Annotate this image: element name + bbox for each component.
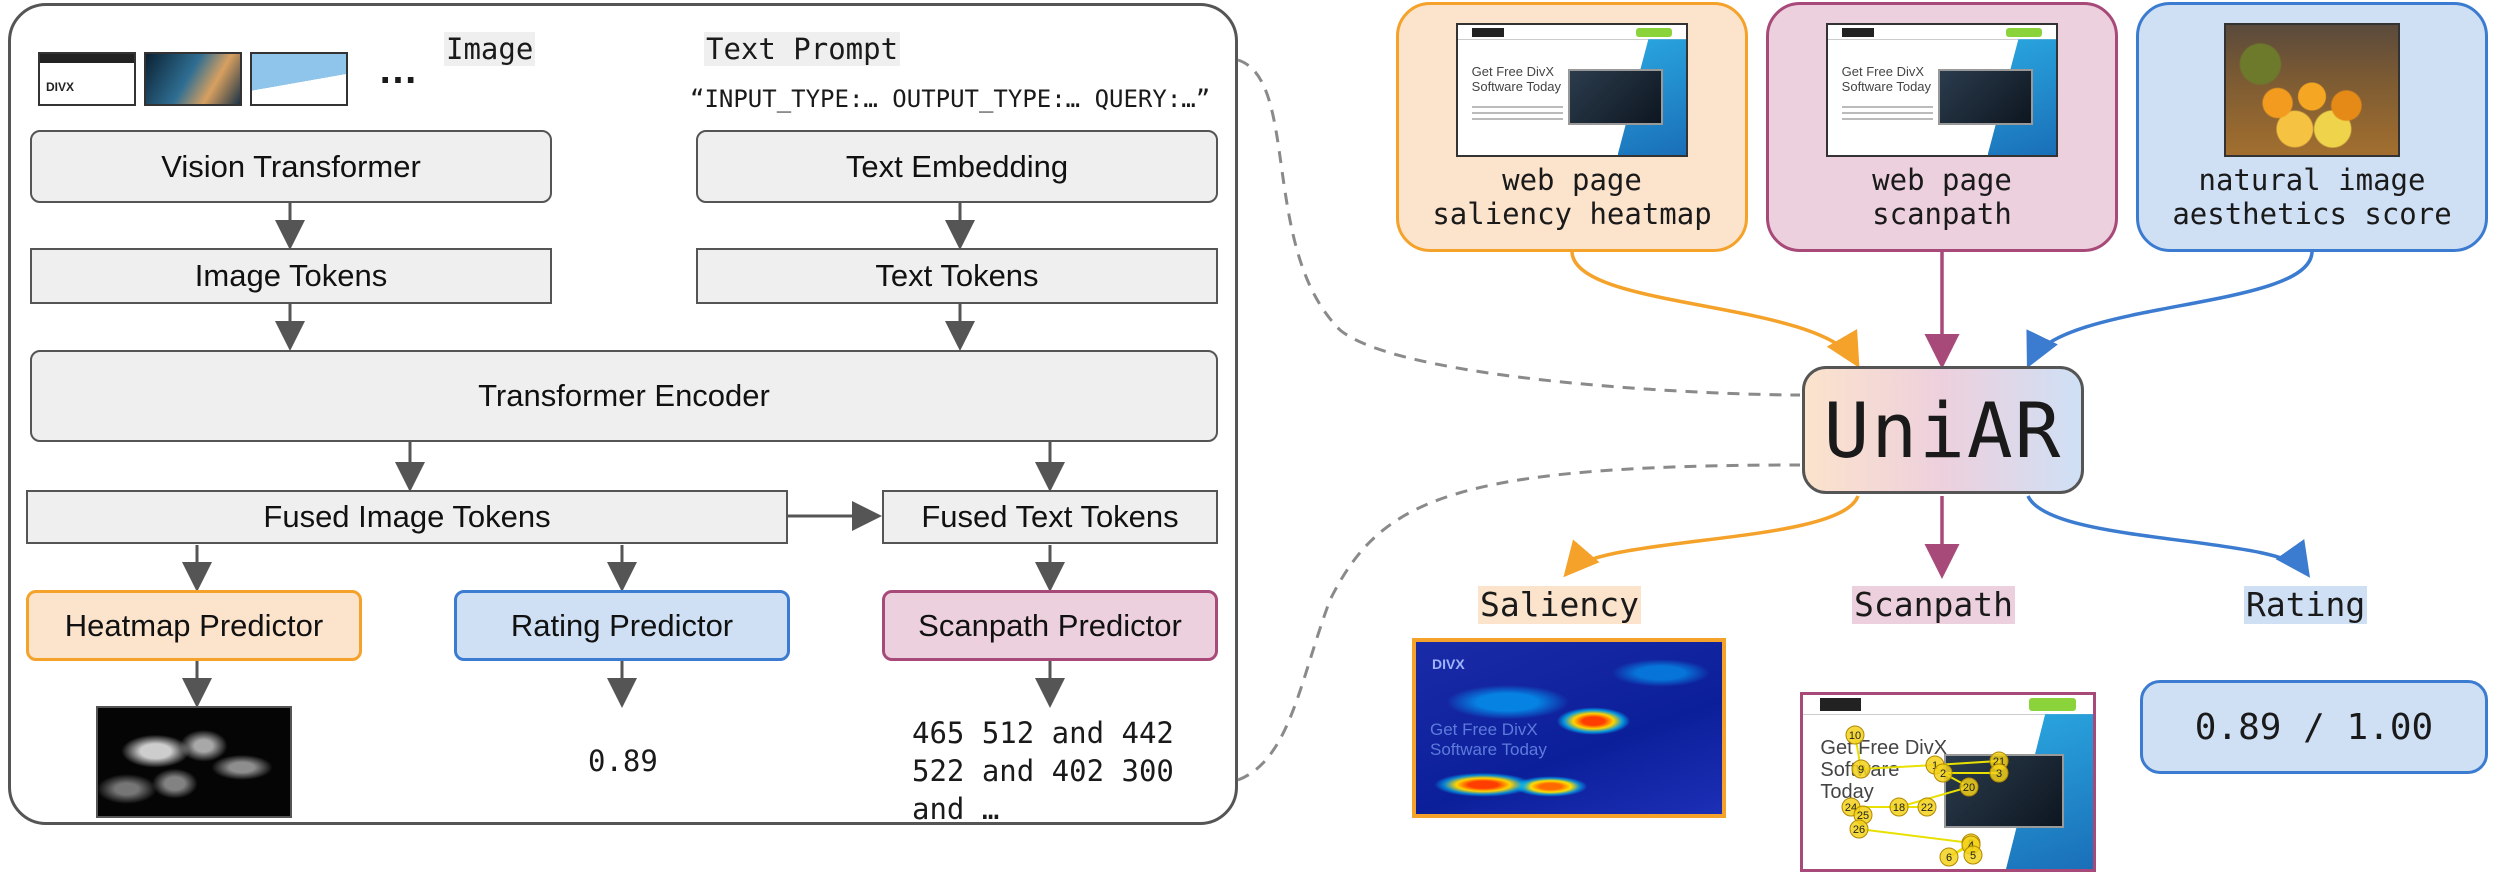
prompt-text: “INPUT_TYPE:… OUTPUT_TYPE:… QUERY:…” [690, 85, 1211, 113]
input-card-aesthetics: natural image aesthetics score [2136, 2, 2488, 252]
fixation-label: 22 [1921, 802, 1933, 814]
fixation-marker: 6 [1939, 847, 1959, 867]
fixation-marker: 9 [1851, 759, 1871, 779]
rating-output-label: Rating [2244, 585, 2368, 624]
rating-predictor-label: Rating Predictor [510, 607, 734, 643]
heatmap-predictor-label: Heatmap Predictor [64, 607, 324, 643]
vision-transformer-label: Vision Transformer [161, 148, 421, 184]
input-card-1-label-line1: web page [1502, 163, 1642, 197]
arrow-heatmap-input-to-uniar [1570, 251, 1860, 369]
image-label: Image [444, 32, 536, 66]
divx-logo-text: DIVX [46, 80, 75, 94]
fixation-marker: 3 [1989, 763, 2009, 783]
fixation-label: 6 [1946, 852, 1952, 864]
input-webpage-thumbnail-2: Get Free DivX Software Today [1826, 23, 2058, 157]
arrow-aesthetics-input-to-uniar [2026, 251, 2314, 369]
input-card-2-label-line1: web page [1872, 163, 2012, 197]
text-prompt-label: Text Prompt [704, 32, 901, 66]
text-tokens-box: Text Tokens [696, 248, 1218, 304]
input-card-3-label-line2: aesthetics score [2172, 197, 2452, 231]
scanpath-headline: Get Free DivX Software Today [1820, 736, 1948, 803]
dashed-connector-bottom [1237, 463, 1801, 782]
input-card-3-label-line1: natural image [2198, 163, 2426, 197]
input-card-3-label: natural image aesthetics score [2172, 163, 2451, 231]
saliency-headline: Get Free DivX Software Today [1430, 720, 1547, 759]
rating-value-text: 0.89 / 1.00 [2194, 706, 2434, 748]
text-embedding-label: Text Embedding [845, 148, 1069, 184]
saliency-output-label: Saliency [1478, 585, 1641, 624]
scanpath-output-line3: and … [912, 792, 1000, 826]
thumbnail-webpage: DIVX [38, 52, 136, 106]
fixation-label: 24 [1845, 802, 1857, 814]
input-card-1-label-line2: saliency heatmap [1432, 197, 1712, 231]
fixation-label: 10 [1849, 730, 1861, 742]
architecture-panel [8, 3, 1238, 825]
scanpath-output-line1: 465 512 and 442 [912, 716, 1174, 750]
fixation-label: 1 [1932, 760, 1938, 772]
input-card-scanpath: Get Free DivX Software Today web page sc… [1766, 2, 2118, 252]
fixation-marker: 22 [1917, 797, 1937, 817]
rating-output-text: 0.89 [588, 744, 658, 778]
text-tokens-label: Text Tokens [875, 258, 1039, 293]
transformer-encoder-label: Transformer Encoder [478, 378, 770, 413]
fused-text-tokens-box: Fused Text Tokens [882, 490, 1218, 544]
thumbnail-game-image [144, 52, 242, 106]
webpage-headline-1: Get Free DivX Software Today [1471, 64, 1562, 94]
fixation-marker: 20 [1959, 777, 1979, 797]
image-tokens-label: Image Tokens [194, 258, 388, 293]
scanpath-output-line2: 522 and 402 300 [912, 754, 1174, 788]
input-card-1-label: web page saliency heatmap [1432, 163, 1711, 231]
transformer-encoder-box: Transformer Encoder [30, 350, 1218, 442]
fixation-label: 18 [1893, 802, 1905, 814]
fixation-label: 25 [1857, 810, 1869, 822]
natural-image-fruit-thumbnail [2224, 23, 2400, 157]
input-webpage-thumbnail-1: Get Free DivX Software Today [1456, 23, 1688, 157]
thumbnail-laptop-image [250, 52, 348, 106]
fixation-marker: 2 [1933, 763, 1953, 783]
fixation-layer: 109121322018222425268645 [1841, 725, 2009, 867]
thumbnails-ellipsis: … [378, 48, 418, 92]
scanpath-predictor-label: Scanpath Predictor [918, 607, 1182, 643]
vision-transformer-box: Vision Transformer [30, 130, 552, 203]
input-card-2-label: web page scanpath [1872, 163, 2012, 231]
fused-image-tokens-label: Fused Image Tokens [263, 499, 551, 534]
scanpath-output-label: Scanpath [1852, 585, 2015, 624]
fixation-label: 3 [1996, 768, 2002, 780]
arrow-uniar-to-rating [2026, 495, 2311, 578]
fused-image-tokens-box: Fused Image Tokens [26, 490, 788, 544]
fixation-marker: 25 [1853, 805, 1873, 825]
fixation-label: 9 [1858, 764, 1864, 776]
input-card-saliency-heatmap: Get Free DivX Software Today web page sa… [1396, 2, 1748, 252]
heatmap-output-image [96, 706, 292, 818]
input-card-2-label-line2: scanpath [1872, 197, 2012, 231]
image-tokens-box: Image Tokens [30, 248, 552, 304]
fixation-marker: 5 [1963, 845, 1983, 865]
heatmap-predictor-box: Heatmap Predictor [26, 590, 362, 661]
webpage-headline-2: Get Free DivX Software Today [1841, 64, 1932, 94]
fixation-label: 2 [1940, 768, 1946, 780]
fixation-label: 20 [1963, 782, 1975, 794]
scanpath-predictor-box: Scanpath Predictor [882, 590, 1218, 661]
fixation-marker: 18 [1889, 797, 1909, 817]
uniar-model-box: UniAR [1802, 366, 2084, 494]
fixation-marker: 10 [1845, 725, 1865, 745]
scanpath-overlay-image: Get Free DivX Software Today 10912132201… [1800, 692, 2096, 872]
arrow-uniar-to-saliency [1563, 495, 1860, 578]
text-embedding-box: Text Embedding [696, 130, 1218, 203]
architecture-arrows [182, 58, 2314, 782]
saliency-divx-logo: DIVX [1432, 656, 1465, 672]
fixation-label: 5 [1970, 850, 1976, 862]
scanpath-output-text: 465 512 and 442 522 and 402 300 and … [912, 714, 1174, 828]
rating-predictor-box: Rating Predictor [454, 590, 790, 661]
fixation-marker: 26 [1849, 819, 1869, 839]
rating-value-box: 0.89 / 1.00 [2140, 680, 2488, 774]
fixation-label: 26 [1853, 824, 1865, 836]
fused-text-tokens-label: Fused Text Tokens [921, 499, 1179, 534]
dashed-connector-top [1237, 58, 1801, 397]
uniar-label: UniAR [1823, 385, 2063, 475]
saliency-heatmap-image: DIVX Get Free DivX Software Today [1412, 638, 1726, 818]
